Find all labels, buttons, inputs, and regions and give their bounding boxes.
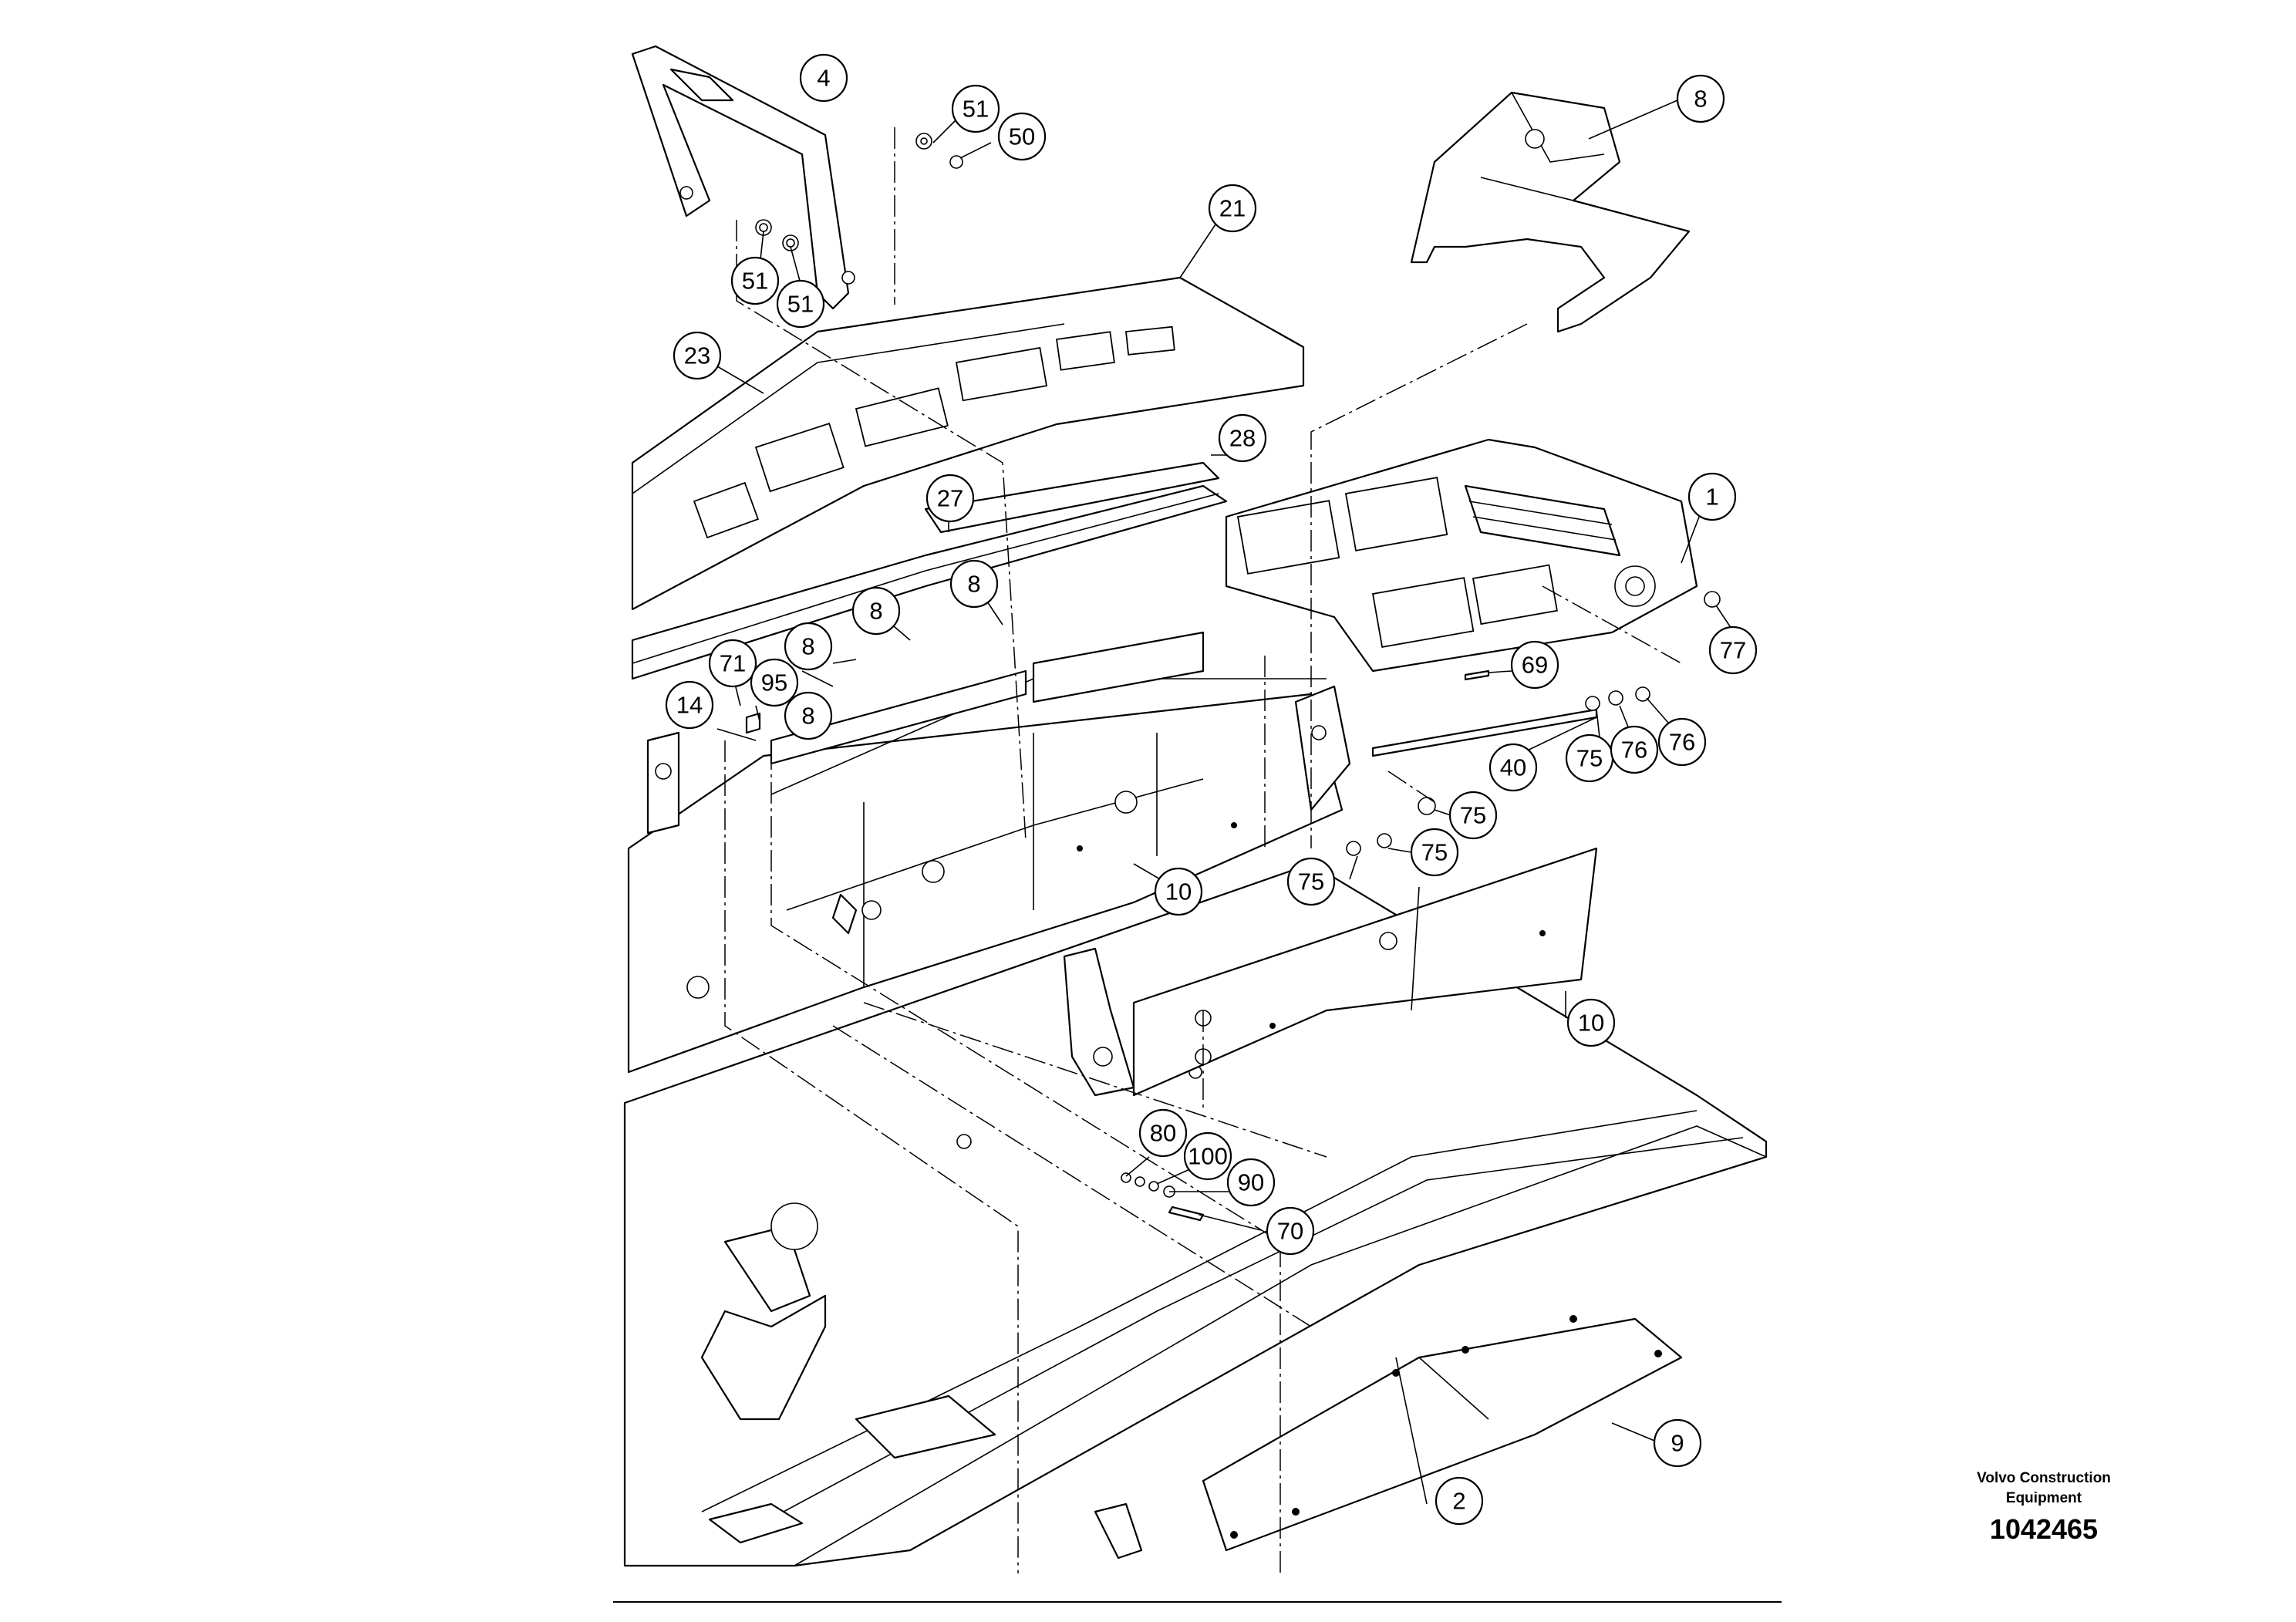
svg-text:70: 70 <box>1277 1218 1303 1245</box>
callout-75: 75 <box>1410 828 1459 877</box>
assembly-dashed-lines <box>724 127 1682 1573</box>
svg-text:75: 75 <box>1576 745 1603 772</box>
part-28-bar <box>924 461 1220 534</box>
svg-text:76: 76 <box>1669 729 1695 756</box>
callout-4: 4 <box>799 53 848 103</box>
svg-text:27: 27 <box>937 485 963 512</box>
svg-text:14: 14 <box>676 692 703 719</box>
callout-10: 10 <box>1154 867 1203 916</box>
callout-8: 8 <box>1676 74 1725 123</box>
svg-text:69: 69 <box>1522 652 1548 679</box>
callout-95: 95 <box>750 658 799 707</box>
svg-text:50: 50 <box>1009 123 1035 150</box>
callout-40: 40 <box>1489 743 1538 792</box>
callout-9: 9 <box>1653 1418 1702 1468</box>
svg-text:8: 8 <box>801 703 814 730</box>
svg-text:23: 23 <box>684 342 710 369</box>
svg-text:8: 8 <box>1694 86 1707 113</box>
svg-text:71: 71 <box>720 650 746 677</box>
cover-plates <box>1202 1315 1683 1552</box>
svg-text:75: 75 <box>1298 868 1324 895</box>
svg-text:9: 9 <box>1671 1430 1684 1457</box>
central-box-frame <box>627 631 1351 1074</box>
callout-23: 23 <box>673 331 722 380</box>
callout-50: 50 <box>997 112 1047 161</box>
callout-28: 28 <box>1218 413 1267 463</box>
svg-text:10: 10 <box>1165 878 1192 905</box>
svg-text:8: 8 <box>801 633 814 660</box>
drawing-number: 1042465 <box>1989 1513 2099 1545</box>
callout-51: 51 <box>730 256 780 305</box>
svg-text:77: 77 <box>1720 637 1746 664</box>
svg-text:75: 75 <box>1421 839 1448 866</box>
svg-text:76: 76 <box>1621 737 1647 764</box>
lifting-bracket <box>1063 947 1135 1097</box>
svg-text:95: 95 <box>761 669 787 696</box>
callout-2: 2 <box>1435 1476 1484 1526</box>
bracket-14 <box>646 731 680 835</box>
callout-8: 8 <box>851 586 901 636</box>
svg-text:90: 90 <box>1238 1169 1264 1196</box>
svg-text:10: 10 <box>1578 1010 1604 1037</box>
svg-text:28: 28 <box>1229 425 1256 452</box>
callout-8: 8 <box>949 559 999 609</box>
svg-text:8: 8 <box>869 598 882 625</box>
small-hardware <box>739 133 1721 1222</box>
svg-text:4: 4 <box>817 65 830 92</box>
callout-21: 21 <box>1208 184 1257 233</box>
bottom-rule <box>613 1601 1782 1603</box>
callout-27: 27 <box>925 474 975 523</box>
callout-10: 10 <box>1566 998 1616 1047</box>
brand-line-1: Volvo Construction <box>1977 1470 2111 1486</box>
callout-76: 76 <box>1610 725 1659 774</box>
callout-8: 8 <box>784 622 833 671</box>
svg-text:1: 1 <box>1705 484 1718 511</box>
callout-100: 100 <box>1183 1131 1232 1181</box>
side-plate-10 <box>1132 847 1598 1097</box>
callout-75: 75 <box>1448 791 1498 840</box>
callout-1: 1 <box>1687 472 1737 521</box>
svg-text:40: 40 <box>1500 754 1526 781</box>
callout-14: 14 <box>665 680 714 730</box>
callout-51: 51 <box>776 279 825 329</box>
svg-text:21: 21 <box>1219 195 1246 222</box>
callout-75: 75 <box>1565 733 1614 783</box>
svg-text:8: 8 <box>967 571 980 598</box>
callout-51: 51 <box>951 84 1000 133</box>
callout-80: 80 <box>1138 1108 1188 1158</box>
svg-text:100: 100 <box>1188 1143 1228 1170</box>
svg-text:51: 51 <box>742 268 768 295</box>
callout-90: 90 <box>1226 1158 1276 1207</box>
svg-text:51: 51 <box>963 96 989 123</box>
callout-71: 71 <box>708 639 757 688</box>
svg-text:80: 80 <box>1150 1120 1176 1147</box>
frame-1-roller <box>1225 438 1698 673</box>
callout-70: 70 <box>1266 1206 1315 1256</box>
callout-76: 76 <box>1657 717 1707 767</box>
brand-line-2: Equipment <box>2005 1490 2082 1506</box>
svg-text:75: 75 <box>1460 802 1486 829</box>
callout-75: 75 <box>1286 857 1336 906</box>
svg-text:2: 2 <box>1452 1488 1465 1515</box>
callout-77: 77 <box>1708 626 1758 675</box>
callout-69: 69 <box>1510 640 1559 690</box>
svg-text:51: 51 <box>787 291 814 318</box>
callout-8: 8 <box>784 691 833 740</box>
bracket-8 <box>1410 91 1691 333</box>
upper-frame-21-23 <box>631 276 1305 680</box>
